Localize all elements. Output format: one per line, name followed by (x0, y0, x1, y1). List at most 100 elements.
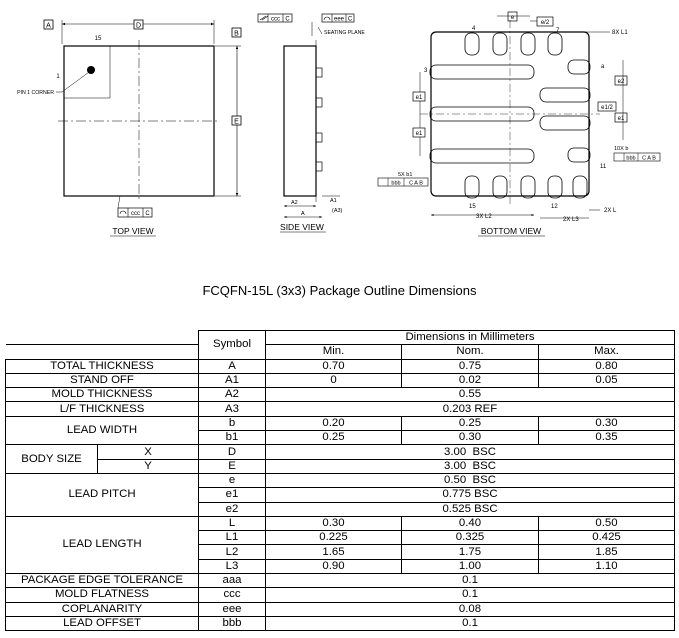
table-row: STAND OFF A1 0 0.02 0.05 (5, 372, 675, 389)
bottom-8xl1: 8X L1 (612, 30, 628, 36)
table-row: PACKAGE EDGE TOLERANCE aaa 0.1 (5, 573, 675, 589)
bottom-2xl3: 2X L3 (563, 217, 579, 223)
row-axis: X (97, 444, 199, 460)
bottom-bbb-left: bbb (391, 181, 400, 187)
row-symbol: L2 (198, 544, 266, 560)
side-a3: (A3) (332, 208, 343, 214)
row-symbol: e2 (198, 501, 266, 517)
side-a1: A1 (330, 198, 337, 204)
row-symbol: e (198, 472, 266, 489)
side-view-caption: SIDE VIEW (280, 222, 324, 232)
bottom-pin-7: 7 (556, 28, 560, 34)
side-view: ccc C eee C SEATING PLANE A1 (A3) A2 A S… (257, 13, 365, 233)
header-nom: Nom. (401, 344, 539, 360)
row-symbol: ccc (198, 587, 266, 603)
table-row: L3 0.90 1.00 1.10 (6, 558, 675, 575)
row-label: MOLD FLATNESS (5, 587, 199, 603)
row-value: 0.775 BSC (265, 487, 675, 503)
row-nom: 1.75 (401, 544, 539, 560)
top-ref-c: C (145, 211, 150, 217)
seating-plane-label: SEATING PLANE (324, 30, 365, 36)
row-min: 0.225 (265, 530, 402, 546)
row-symbol: b1 (198, 430, 266, 446)
row-symbol: D (198, 444, 266, 460)
bottom-e1-half: e1/2 (601, 105, 613, 111)
bottom-10xb: 10X b (614, 146, 628, 152)
row-label: MOLD THICKNESS (5, 387, 199, 403)
header-min: Min. (265, 344, 402, 360)
table-row: LEAD PITCH e 0.50 BSC (5, 472, 675, 517)
flatness-icon (119, 210, 127, 215)
row-max: 0.80 (538, 358, 675, 374)
row-label: LEAD OFFSET (5, 615, 199, 632)
row-symbol: E (198, 458, 266, 474)
dim-d-label: D (136, 23, 141, 30)
side-a2: A2 (291, 200, 298, 206)
bottom-2xl: 2X L (604, 208, 617, 214)
row-label: LEAD PITCH (5, 472, 199, 517)
row-max: 0.35 (538, 430, 675, 446)
row-value: 0.55 (265, 387, 675, 403)
row-label: LEAD WIDTH (5, 415, 199, 446)
row-label: COPLANARITY (5, 601, 199, 617)
row-max: 0.50 (538, 515, 675, 532)
profile-icon (323, 16, 331, 21)
row-label: L/F THICKNESS (5, 401, 199, 417)
row-label: TOTAL THICKNESS (5, 358, 199, 374)
row-symbol: bbb (198, 615, 266, 632)
row-min: 0.20 (265, 415, 402, 432)
row-symbol: A2 (198, 387, 266, 403)
side-ref-c1: C (285, 17, 290, 23)
row-symbol: e1 (198, 487, 266, 503)
bottom-bbb-right: bbb (626, 156, 635, 162)
side-ref-c2: C (348, 17, 353, 23)
header-dims: Dimensions in Millimeters (265, 329, 675, 346)
row-symbol: L3 (198, 558, 266, 575)
row-value: 0.525 BSC (265, 501, 675, 517)
bottom-a: a (601, 64, 605, 70)
table-row: BODY SIZE X D 3.00 BSC (5, 444, 675, 474)
row-min: 0.70 (265, 358, 402, 374)
row-min: 0.30 (265, 515, 402, 532)
row-max: 0.05 (538, 372, 675, 389)
row-nom: 0.25 (401, 415, 539, 432)
row-value: 0.203 REF (265, 401, 675, 417)
header-max: Max. (538, 344, 675, 360)
row-value: 0.50 BSC (265, 472, 675, 489)
row-symbol: eee (198, 601, 266, 617)
row-nom: 0.40 (401, 515, 539, 532)
side-view-body (283, 45, 317, 197)
bottom-pin-15: 15 (469, 204, 476, 210)
row-max: 1.85 (538, 544, 675, 560)
row-nom: 0.325 (401, 530, 539, 546)
table-row: Y E 3.00 BSC (6, 458, 675, 474)
table-row: LEAD LENGTH L 0.30 0.40 0.50 (5, 515, 675, 575)
row-axis: Y (97, 458, 199, 474)
table-row: L/F THICKNESS A3 0.203 REF (5, 401, 675, 417)
row-max: 0.30 (538, 415, 675, 432)
datum-b: B (234, 31, 239, 38)
table-row: TOTAL THICKNESS A 0.70 0.75 0.80 (5, 358, 675, 374)
datum-a: A (46, 23, 51, 30)
row-value: 0.1 (265, 615, 675, 632)
row-max: 0.425 (538, 530, 675, 546)
bottom-e1-right: e1 (618, 116, 625, 122)
row-symbol: A (198, 358, 266, 374)
top-view: A D B 15 1 PIN 1 CORNER E ccc (17, 19, 242, 237)
top-lead-15: 15 (95, 36, 102, 42)
row-label: BODY SIZE (5, 444, 98, 474)
row-min: 1.65 (265, 544, 402, 560)
bottom-cab-right: C A B (642, 156, 656, 162)
bottom-pin-4: 4 (472, 26, 476, 32)
dimensions-table: Symbol Dimensions in Millimeters Min. No… (5, 329, 675, 632)
row-symbol: b (198, 415, 266, 432)
bottom-3xl2: 3X L2 (476, 214, 492, 220)
row-label: STAND OFF (5, 372, 199, 389)
parallelism-icon (259, 15, 267, 21)
bottom-view: e e/2 7 8X L1 4 a 3 (377, 11, 661, 237)
row-nom: 0.30 (401, 430, 539, 446)
table-row: MOLD FLATNESS ccc 0.1 (5, 587, 675, 603)
row-value: 0.1 (265, 587, 675, 603)
dim-e-label: E (234, 119, 239, 126)
row-value: 3.00 BSC (265, 444, 675, 460)
